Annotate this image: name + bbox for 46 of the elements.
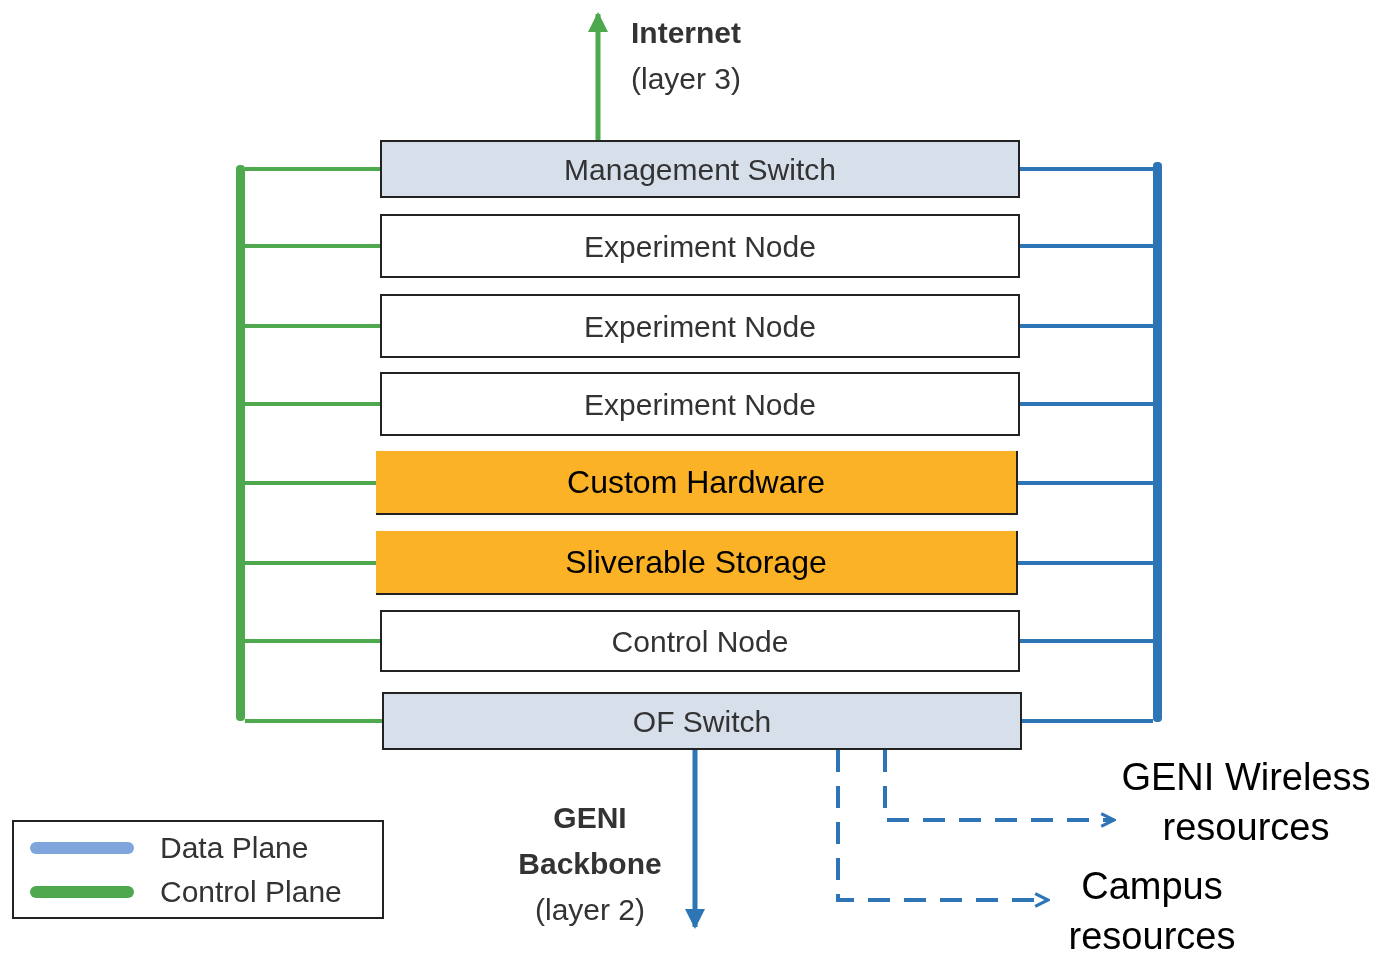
bus-bar <box>1153 162 1162 722</box>
node-text: Experiment Node <box>584 228 816 265</box>
hardware-box <box>376 531 1018 595</box>
connector-line <box>1018 561 1153 565</box>
switch-box <box>380 140 1020 198</box>
arrow <box>685 750 705 929</box>
arrow <box>588 12 608 140</box>
legend-text: Control Plane <box>160 873 342 910</box>
connector-line <box>245 481 376 485</box>
node-text: Experiment Node <box>584 386 816 423</box>
node-box <box>380 372 1020 436</box>
connector-line <box>1020 167 1153 171</box>
node-box <box>380 610 1020 672</box>
hardware-box <box>376 451 1018 515</box>
node-box <box>380 214 1020 278</box>
node-text: Experiment Node <box>584 308 816 345</box>
connector-line <box>245 244 380 248</box>
connector-line <box>245 719 382 723</box>
bus-bar <box>236 165 245 721</box>
switch-box <box>382 692 1022 750</box>
node-text: Internet <box>631 15 741 51</box>
connector-line <box>245 639 380 643</box>
node-text: Sliverable Storage <box>565 543 827 582</box>
dashed-arrow <box>883 750 1116 828</box>
connector-line <box>1022 719 1153 723</box>
node-text: Campus resources <box>1067 864 1237 958</box>
connector-line <box>1020 244 1153 248</box>
connector-line <box>1020 402 1153 406</box>
node-text: Custom Hardware <box>567 463 825 502</box>
dashed-arrow <box>836 750 1050 908</box>
connector-line <box>245 402 380 406</box>
node-text: GENI Wireless resources <box>1120 755 1372 850</box>
node-text: Management Switch <box>564 151 836 188</box>
legend-text: Data Plane <box>160 829 309 866</box>
connector-line <box>1020 324 1153 328</box>
node-text: (layer 3) <box>631 61 741 97</box>
node-box <box>380 294 1020 358</box>
connector-line <box>245 561 376 565</box>
connector-line <box>245 167 380 171</box>
connector-line <box>1020 639 1153 643</box>
node-text: (layer 2) <box>535 892 645 928</box>
connector-line <box>1018 481 1153 485</box>
connector-line <box>245 324 380 328</box>
node-text: Control Node <box>611 623 789 660</box>
node-text: OF Switch <box>632 703 772 740</box>
node-text: GENI Backbone <box>517 800 663 882</box>
